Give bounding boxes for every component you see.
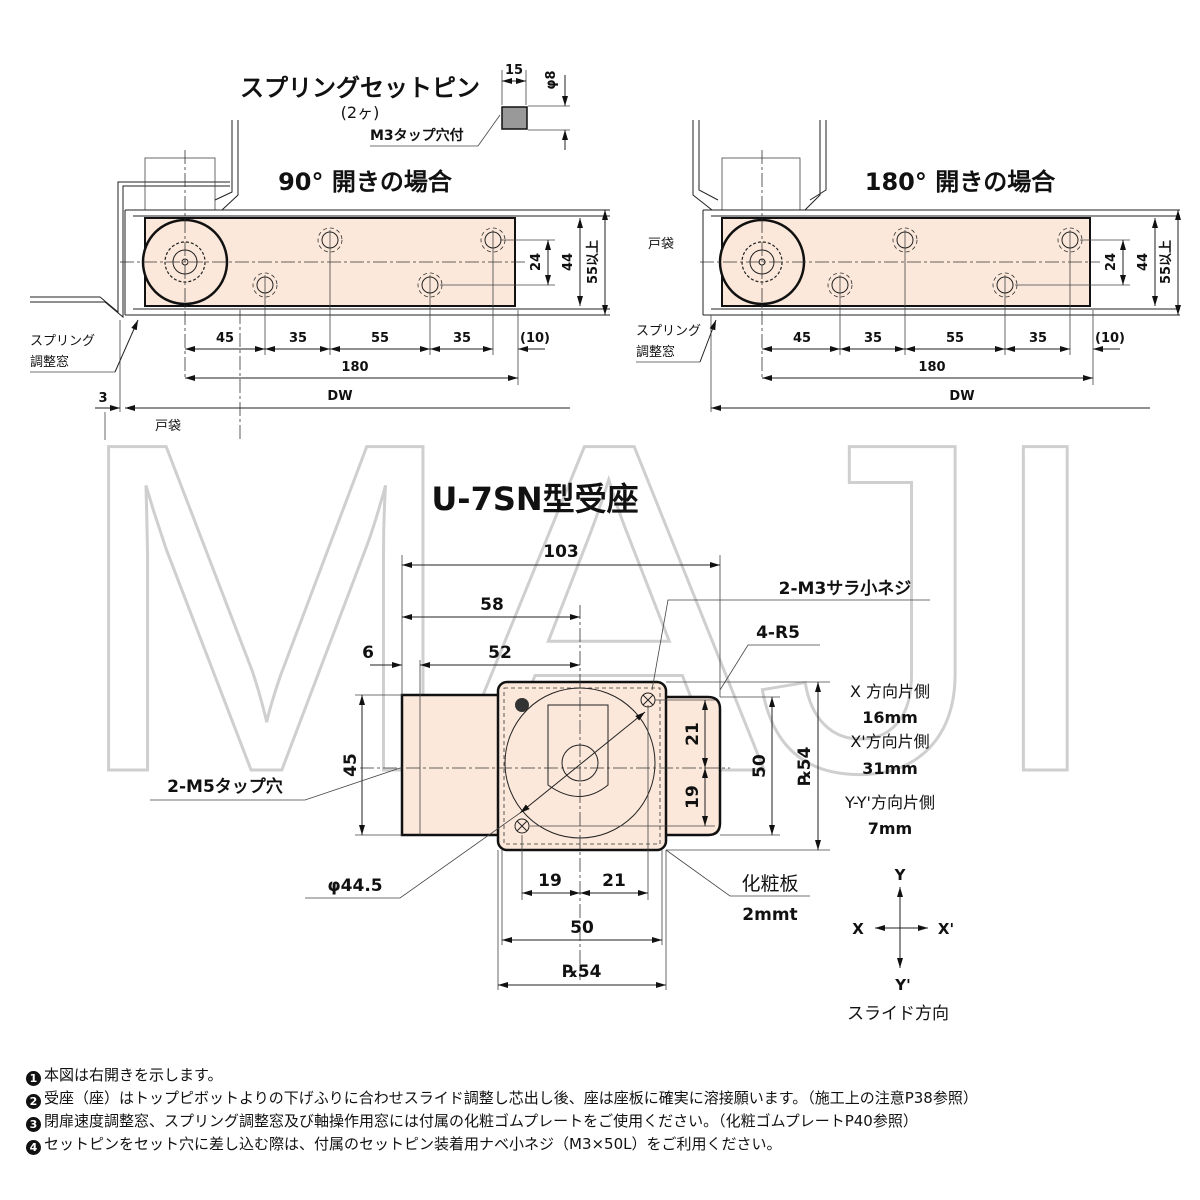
dim-50-v: 50 — [750, 754, 770, 778]
dim-gap: 3 — [98, 391, 107, 406]
dim-45: 45 — [216, 331, 234, 346]
axis-y: Y — [894, 866, 907, 884]
seat-title: U-7SN型受座 — [431, 480, 638, 518]
m5-tap-label: 2-M5タップ穴 — [167, 776, 283, 797]
spring-pin-length: 15 — [505, 63, 523, 78]
dim-21-v: 21 — [683, 722, 703, 746]
axis-x: X — [852, 920, 864, 938]
logo-mark — [515, 698, 529, 712]
dim-180: 180 — [918, 360, 945, 375]
dim-24: 24 — [529, 253, 544, 271]
dim-55: 55 — [946, 331, 964, 346]
dim-19-v: 19 — [683, 785, 703, 809]
spring-pin-tap: M3タップ穴付 — [370, 127, 464, 144]
note-number: 3 — [26, 1117, 41, 1132]
slide-y-value: 7mm — [868, 819, 912, 838]
note-text: セットピンをセット穴に差し込む際は、付属のセットピン装着用ナベ小ネジ（M3×50… — [44, 1135, 782, 1153]
note-text: 閉扉速度調整窓、スプリング調整窓及び軸操作用窓には付属の化粧ゴムプレートをご使用… — [44, 1112, 918, 1130]
spring-window-label: スプリング — [636, 324, 701, 339]
dim-35b: 35 — [453, 331, 471, 346]
slide-x-label: X 方向片側 — [850, 682, 930, 701]
dim-54-h: ℞54 — [563, 962, 602, 982]
spring-pin-detail: スプリングセットピン (2ヶ) M3タップ穴付 15 φ8 — [240, 63, 570, 150]
plate-thickness: 2mmt — [742, 905, 797, 925]
dim-52: 52 — [488, 643, 512, 663]
dim-10: (10) — [1095, 331, 1125, 346]
set-pin-shape — [501, 106, 528, 130]
slide-y-label: Y-Y'方向片側 — [844, 793, 935, 812]
open-180-title: 180° 開きの場合 — [865, 168, 1056, 196]
axis-y2: Y' — [894, 976, 910, 994]
spring-window-label-2: 調整窓 — [636, 344, 675, 360]
slide-x2-label: X'方向片側 — [850, 732, 929, 751]
dim-24: 24 — [1104, 253, 1119, 271]
spring-pin-dia: φ8 — [544, 70, 559, 89]
spring-window-label: スプリング — [30, 334, 95, 349]
dim-44: 44 — [1136, 253, 1151, 271]
dim-55: 55 — [371, 331, 389, 346]
spring-pin-qty: (2ヶ) — [341, 103, 380, 122]
dim-50-h: 50 — [570, 918, 594, 938]
dim-35b: 35 — [1029, 331, 1047, 346]
axis-x2: X' — [938, 920, 954, 938]
slide-axes: Y Y' X X' スライド方向 — [847, 866, 954, 1024]
dim-35: 35 — [289, 331, 307, 346]
phi-label: φ44.5 — [327, 876, 382, 896]
r5-label: 4-R5 — [756, 623, 800, 643]
slide-direction-caption: スライド方向 — [847, 1004, 949, 1024]
dim-6: 6 — [362, 643, 374, 663]
slide-range-list: X 方向片側 16mm X'方向片側 31mm Y-Y'方向片側 7mm — [844, 682, 935, 838]
dim-35: 35 — [864, 331, 882, 346]
m3-screw-label: 2-M3サラ小ネジ — [779, 579, 912, 599]
dim-54-v: ℞54 — [795, 746, 815, 785]
dim-45: 45 — [793, 331, 811, 346]
dim-55-min: 55以上 — [1159, 240, 1174, 284]
dim-dw: DW — [949, 389, 974, 404]
plate-label: 化粧板 — [741, 873, 798, 895]
door-pocket-label: 戸袋 — [648, 237, 674, 252]
dim-180: 180 — [341, 360, 368, 375]
open-90-title: 90° 開きの場合 — [278, 168, 453, 196]
open-180-drawing: 180° 開きの場合 45 35 55 35 (10) 180 DW 24 44… — [636, 120, 1181, 412]
seat-drawing: U-7SN型受座 103 58 — [150, 480, 954, 1024]
slide-x-value: 16mm — [862, 708, 918, 727]
dim-58: 58 — [480, 595, 504, 615]
dim-21-h: 21 — [602, 871, 626, 891]
slide-x2-value: 31mm — [862, 759, 918, 778]
door-pocket-label: 戸袋 — [155, 419, 181, 434]
dim-44: 44 — [561, 253, 576, 271]
note-number: 1 — [26, 1071, 41, 1086]
note-number: 2 — [26, 1094, 41, 1109]
spring-pin-title: スプリングセットピン — [240, 74, 480, 102]
spring-window-label-2: 調整窓 — [30, 354, 69, 370]
dim-55-min: 55以上 — [586, 240, 601, 284]
dim-103: 103 — [543, 542, 579, 562]
note-text: 受座（座）はトップピボットよりの下げふりに合わせスライド調整し芯出し後、座は座板… — [44, 1089, 978, 1107]
dim-10: (10) — [520, 331, 550, 346]
note-text: 本図は右開きを示します。 — [44, 1066, 223, 1084]
dim-dw: DW — [327, 389, 352, 404]
dim-45: 45 — [341, 753, 361, 777]
open-90-drawing: 90° 開きの場合 45 35 55 35 (10) 180 DW 3 24 4… — [30, 120, 610, 440]
note-number: 4 — [26, 1140, 41, 1155]
dim-19-h: 19 — [538, 871, 562, 891]
